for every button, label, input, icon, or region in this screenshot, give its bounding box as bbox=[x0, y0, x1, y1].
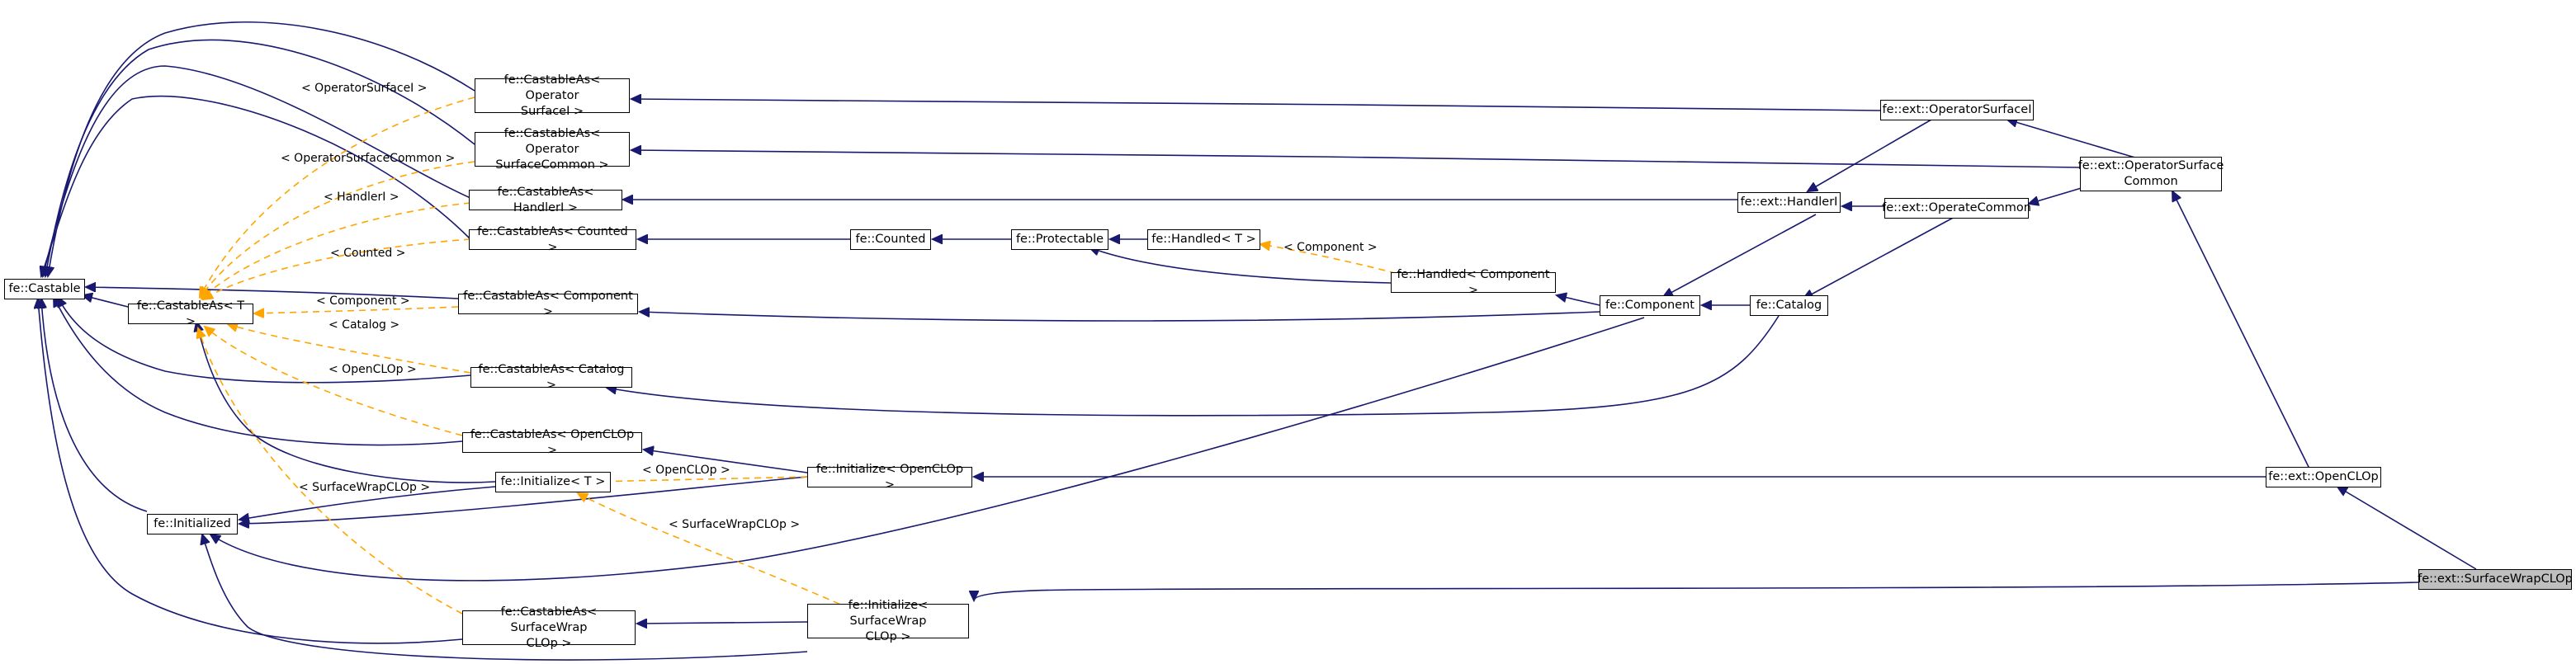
node-ext-openclop[interactable]: fe::ext::OpenCLOp bbox=[2266, 467, 2381, 487]
tedge-handledComponent bbox=[1260, 244, 1408, 277]
edge-initOpenCLOp-initialized bbox=[239, 476, 808, 524]
edge-operateCommon-catalog bbox=[1803, 215, 1957, 299]
tedge-caOpenCLOp bbox=[205, 327, 463, 436]
node-ext-surfacewrapclop[interactable]: fe::ext::SurfaceWrapCLOp bbox=[2418, 569, 2573, 590]
node-component[interactable]: fe::Component bbox=[1600, 295, 1700, 316]
edge-initializeT-castableAsT bbox=[196, 322, 496, 483]
edge-operatorSurfaceI-caOpSurfI bbox=[631, 99, 1881, 111]
node-initialized[interactable]: fe::Initialized bbox=[147, 514, 238, 534]
edge-operatorSurfaceI-handlerI bbox=[1808, 119, 1932, 191]
edge-label-component: < Component > bbox=[316, 294, 410, 308]
node-protectable[interactable]: fe::Protectable bbox=[1011, 229, 1108, 250]
edge-label-catalog: < Catalog > bbox=[328, 318, 399, 332]
node-castableas-handleri[interactable]: fe::CastableAs< HandlerI > bbox=[469, 186, 622, 214]
node-ext-handleri[interactable]: fe::ext::HandlerI bbox=[1737, 192, 1841, 213]
edge-caComponent-castable bbox=[86, 287, 459, 299]
edge-component-handledComponent bbox=[1557, 295, 1600, 306]
edge-label-operatorsurfacecommon: < OperatorSurfaceCommon > bbox=[281, 152, 455, 165]
edge-caSurfaceWrap-castable bbox=[38, 299, 463, 644]
node-castableas-surfacewrapclop[interactable]: fe::CastableAs< SurfaceWrap CLOp > bbox=[462, 605, 636, 650]
edge-caHandlerI-castable bbox=[43, 65, 471, 276]
tedge-initSurfaceWrap bbox=[578, 493, 851, 610]
tedge-caCatalog bbox=[228, 324, 471, 374]
edge-initialized-castable bbox=[41, 299, 148, 512]
edge-component-caComponent bbox=[640, 312, 1600, 322]
edge-handledComponent-protectable bbox=[1089, 247, 1392, 284]
node-castable-as-t[interactable]: fe::CastableAs< T > bbox=[128, 299, 253, 328]
node-castableas-operatorsurfacei[interactable]: fe::CastableAs< Operator SurfaceI > bbox=[475, 73, 630, 118]
edge-surfaceWrapCLOp-openCLOp bbox=[2337, 487, 2477, 570]
tedge-caOpSurfCommon bbox=[201, 161, 475, 297]
edge-label-initialize-surfacewrapclop: < SurfaceWrapCLOp > bbox=[669, 518, 800, 531]
tedge-initOpenCLOp bbox=[596, 476, 808, 482]
edge-component-initialized bbox=[210, 317, 1645, 582]
node-castable[interactable]: fe::Castable bbox=[4, 279, 85, 299]
edge-surfaceWrapCLOp-initSurfaceWrap bbox=[974, 582, 2419, 600]
node-handled-t[interactable]: fe::Handled< T > bbox=[1147, 229, 1260, 250]
tedge-caSurfaceWrap bbox=[198, 328, 463, 615]
edge-initSurfaceWrap-initialized bbox=[202, 534, 808, 661]
node-handled-component[interactable]: fe::Handled< Component > bbox=[1391, 268, 1556, 297]
edge-openCLOp-opSurfCommon bbox=[2172, 191, 2310, 469]
node-initialize-t[interactable]: fe::Initialize< T > bbox=[495, 472, 611, 492]
node-counted[interactable]: fe::Counted bbox=[850, 229, 931, 250]
edge-initOpenCLOp-caOpenCLOp bbox=[644, 450, 808, 473]
edge-handlerI-component bbox=[1663, 214, 1817, 297]
edge-label-counted: < Counted > bbox=[330, 247, 405, 260]
node-ext-operatorsurfacei[interactable]: fe::ext::OperatorSurfaceI bbox=[1880, 100, 2034, 120]
edge-caCounted-castable bbox=[41, 95, 471, 276]
edge-opSurfCommon-operatorSurfaceI bbox=[2007, 120, 2139, 159]
edge-caCatalog-castable bbox=[58, 297, 471, 384]
tedge-caOpSurfI bbox=[200, 97, 475, 297]
edge-initializeT-initialized bbox=[239, 486, 496, 520]
node-castableas-openclop[interactable]: fe::CastableAs< OpenCLOp > bbox=[462, 428, 642, 457]
edge-label-initialize-openclop: < OpenCLOp > bbox=[642, 464, 730, 477]
node-castableas-catalog[interactable]: fe::CastableAs< Catalog > bbox=[470, 363, 632, 392]
tedge-caCounted bbox=[203, 238, 471, 299]
node-ext-operatorsurfacecommon[interactable]: fe::ext::OperatorSurface Common bbox=[2078, 157, 2224, 191]
node-initialize-openclop[interactable]: fe::Initialize< OpenCLOp > bbox=[807, 463, 972, 492]
edge-opSurfCommon-operateCommon bbox=[2029, 186, 2085, 204]
node-ext-operatecommon[interactable]: fe::ext::OperateCommon bbox=[1882, 198, 2031, 219]
edge-label-openclop: < OpenCLOp > bbox=[328, 363, 417, 376]
edge-label-operatorsurfacei: < OperatorSurfaceI > bbox=[301, 82, 428, 95]
edge-catalog-caCatalog bbox=[607, 315, 1780, 417]
node-castableas-component[interactable]: fe::CastableAs< Component > bbox=[458, 290, 638, 318]
node-initialize-surfacewrapclop[interactable]: fe::Initialize< SurfaceWrap CLOp > bbox=[807, 599, 969, 643]
edge-caOpSurfI-castable bbox=[48, 21, 475, 276]
edge-label-handled-component: < Component > bbox=[1283, 241, 1378, 254]
node-castableas-counted[interactable]: fe::CastableAs< Counted > bbox=[469, 225, 636, 254]
edge-label-handleri: < HandlerI > bbox=[324, 191, 399, 204]
edge-label-surfacewrapclop: < SurfaceWrapCLOp > bbox=[299, 481, 430, 494]
node-catalog[interactable]: fe::Catalog bbox=[1750, 295, 1828, 316]
edge-castableAsT-castable bbox=[83, 295, 129, 308]
tedge-caHandlerI bbox=[201, 202, 471, 299]
tedge-caComponent bbox=[254, 306, 459, 313]
edge-opSurfCommon-caOpSurfCommon bbox=[631, 150, 2081, 168]
edge-caOpSurfCommon-castable bbox=[45, 39, 475, 276]
node-castableas-operatorsurfacecommon[interactable]: fe::CastableAs< Operator SurfaceCommon > bbox=[475, 127, 630, 172]
edge-caOpenCLOp-castable bbox=[54, 297, 463, 446]
edge-initSurfaceWrap-caSurfaceWrap bbox=[637, 622, 808, 624]
